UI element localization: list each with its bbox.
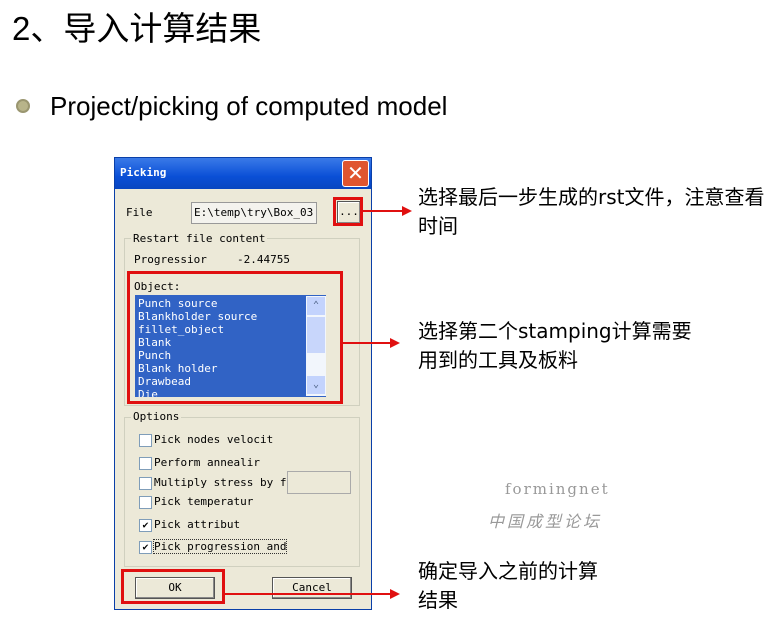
checkbox-checked[interactable]: ✔ bbox=[139, 541, 152, 554]
note-object: 选择第二个stamping计算需要用到的工具及板料 bbox=[418, 319, 692, 372]
cancel-button[interactable]: Cancel bbox=[272, 577, 352, 599]
arrow-right-icon bbox=[390, 589, 400, 599]
restart-group-label: Restart file content bbox=[131, 232, 268, 245]
close-button[interactable]: ✕ bbox=[342, 160, 369, 187]
scroll-thumb[interactable] bbox=[307, 317, 325, 353]
note-ok: 确定导入之前的计算结果 bbox=[418, 559, 598, 612]
arrow-right-icon bbox=[390, 338, 400, 348]
dialog-title: Picking bbox=[120, 166, 167, 179]
arrow-line bbox=[343, 342, 391, 344]
list-item[interactable]: Drawbead bbox=[138, 375, 191, 388]
scroll-up-icon[interactable]: ⌃ bbox=[307, 297, 325, 315]
ok-button[interactable]: OK bbox=[135, 577, 215, 599]
option-label: Pick temperatur bbox=[154, 495, 254, 508]
arrow-line bbox=[225, 593, 391, 595]
progression-label: Progressior bbox=[134, 253, 207, 266]
arrow-right-icon bbox=[402, 206, 412, 216]
option-label: Pick attribut bbox=[154, 518, 241, 531]
option-label: Multiply stress by f bbox=[154, 476, 287, 489]
options-group bbox=[124, 417, 360, 567]
title-bar: Picking ✕ bbox=[115, 158, 371, 189]
checkbox[interactable] bbox=[139, 457, 152, 470]
checkbox[interactable] bbox=[139, 496, 152, 509]
list-item[interactable]: Blank bbox=[138, 336, 172, 349]
stress-factor-input[interactable] bbox=[287, 471, 351, 494]
slide-subtitle: Project/picking of computed model bbox=[50, 91, 448, 121]
highlight-ok bbox=[121, 569, 225, 604]
file-input[interactable]: E:\temp\try\Box_03 bbox=[191, 202, 317, 224]
list-item[interactable]: Blank holder bbox=[138, 362, 218, 375]
checkbox[interactable] bbox=[139, 477, 152, 490]
list-item[interactable]: fillet_object bbox=[138, 323, 225, 336]
browse-button[interactable]: ... bbox=[337, 201, 361, 224]
scroll-down-icon[interactable]: ⌄ bbox=[307, 376, 325, 394]
option-label: Pick nodes velocit bbox=[154, 433, 274, 446]
checkbox-checked[interactable]: ✔ bbox=[139, 519, 152, 532]
list-item[interactable]: Die bbox=[138, 388, 158, 397]
object-label: Object: bbox=[134, 280, 181, 293]
highlight-browse bbox=[333, 197, 363, 226]
progression-value: -2.44755 bbox=[237, 253, 290, 266]
watermark: formingnet bbox=[505, 480, 610, 498]
note-browse: 选择最后一步生成的rst文件，注意查看时间 bbox=[418, 185, 765, 238]
watermark: 中国成型论坛 bbox=[488, 514, 603, 531]
list-item[interactable]: Punch bbox=[138, 349, 172, 362]
checkbox[interactable] bbox=[139, 434, 152, 447]
list-item[interactable]: Punch source bbox=[138, 297, 218, 310]
options-group-label: Options bbox=[131, 410, 182, 423]
arrow-line bbox=[363, 210, 403, 212]
highlight-object bbox=[127, 271, 343, 404]
file-label: File bbox=[126, 206, 153, 219]
picking-dialog: Picking ✕ File E:\temp\try\Box_03 ... Re… bbox=[114, 157, 372, 610]
object-list[interactable]: Punch source Blankholder source fillet_o… bbox=[135, 295, 326, 397]
option-label: Pick progression and bbox=[152, 539, 288, 554]
bullet-icon bbox=[16, 99, 30, 113]
slide-title: 2、导入计算结果 bbox=[12, 10, 262, 47]
scrollbar[interactable]: ⌃ ⌄ bbox=[306, 296, 326, 396]
list-item[interactable]: Blankholder source bbox=[138, 310, 258, 323]
option-label: Perform annealir bbox=[154, 456, 260, 469]
